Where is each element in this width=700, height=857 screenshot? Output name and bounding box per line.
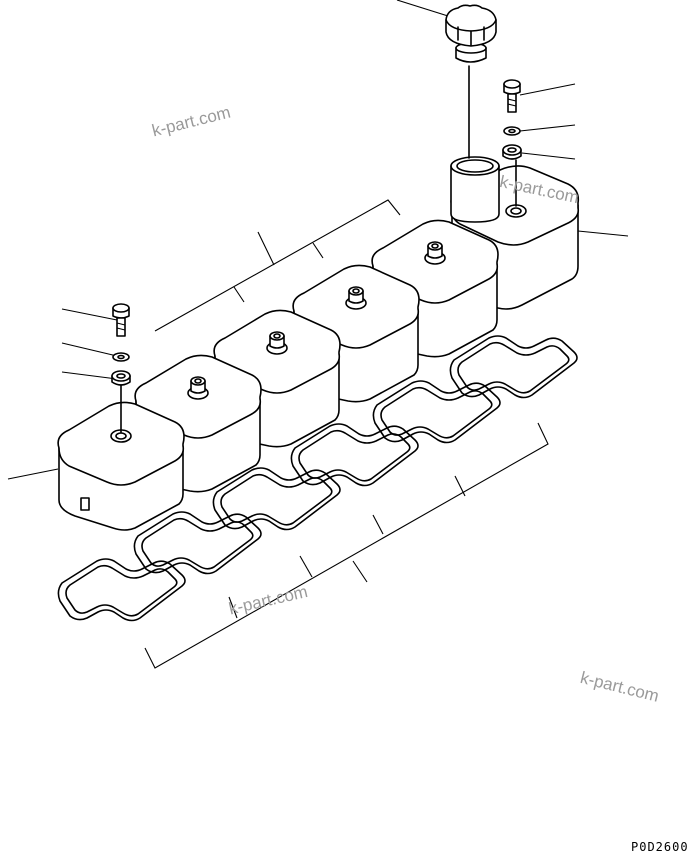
gasket-2 [133, 511, 262, 575]
gasket-4 [290, 423, 419, 487]
washer-left [112, 352, 130, 362]
washer-right [503, 126, 521, 136]
gasket-3 [212, 467, 341, 531]
oil-filler-tube [450, 156, 500, 223]
leader-line-bolt-right [519, 83, 576, 96]
cover-1 [57, 401, 185, 531]
grommet-left [111, 370, 131, 386]
leader-lines [7, 0, 629, 480]
leader-line-washer-right [519, 124, 576, 132]
bolt-right [503, 79, 521, 113]
assembly-axes [120, 65, 517, 433]
drawing-code: P0D2600 [631, 840, 689, 854]
gasket-bracket-main [144, 422, 549, 669]
leader-line-grommet-left [61, 371, 118, 380]
gasket-group-bracket [144, 422, 549, 669]
cover-bracket-main [154, 199, 401, 332]
leader-line-cover-right [577, 230, 629, 237]
leader-line-cap [396, 0, 449, 17]
leader-line-washer-left [61, 342, 118, 357]
leader-line-grommet-right [521, 152, 576, 160]
oil-filler-cap [445, 4, 497, 63]
leader-line-bolt-left [61, 308, 118, 321]
gaskets [57, 335, 578, 622]
leader-line-cover-left [7, 468, 59, 480]
cylinder-head-covers [57, 156, 580, 531]
grommet-right [502, 144, 522, 160]
cover-group-bracket [154, 199, 401, 332]
bolt-left [112, 303, 130, 337]
gasket-5 [372, 380, 501, 444]
gasket-1 [57, 558, 186, 622]
gasket-6 [449, 335, 578, 399]
